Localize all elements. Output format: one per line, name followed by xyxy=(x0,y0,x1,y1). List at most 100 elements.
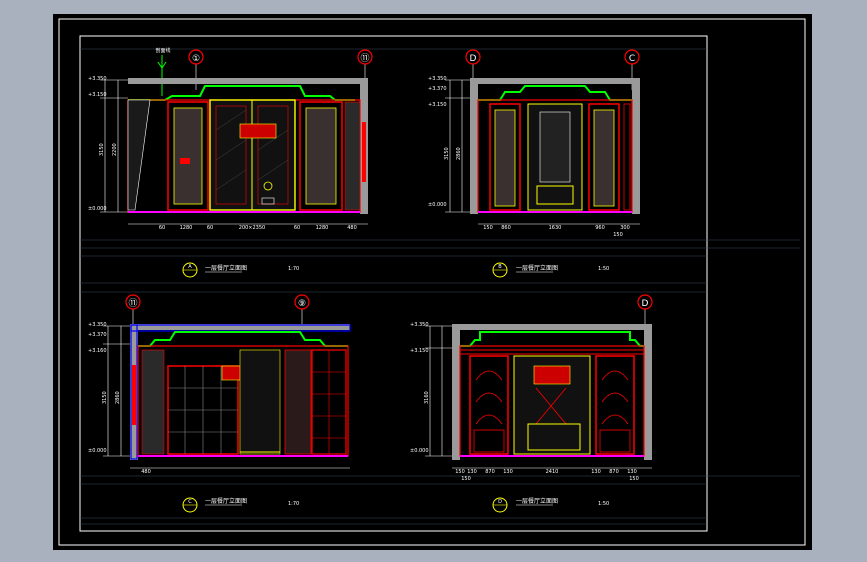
wall-lamp-a xyxy=(239,123,277,139)
elevation-d[interactable]: D xyxy=(410,294,653,513)
elevation-c[interactable]: ⑪ ⑨ xyxy=(88,294,351,513)
svg-text:+3.350: +3.350 xyxy=(410,322,429,328)
axis-marker-d-right: D xyxy=(637,294,653,325)
dim-vertical-a xyxy=(100,79,128,213)
title-c: C 一层餐厅立面图 1:70 xyxy=(182,497,299,513)
svg-text:870: 870 xyxy=(485,469,495,475)
svg-text:3150: 3150 xyxy=(99,143,105,156)
wall-b-right xyxy=(632,78,640,214)
svg-text:1280: 1280 xyxy=(180,225,193,231)
svg-text:+3.150: +3.150 xyxy=(88,92,107,98)
svg-text:①: ① xyxy=(192,54,200,64)
cabinet-d-right xyxy=(595,355,635,455)
cornice-c xyxy=(138,331,348,347)
svg-text:B: B xyxy=(498,264,502,270)
svg-text:1:50: 1:50 xyxy=(598,501,609,507)
wall-lamp-d xyxy=(533,365,571,385)
svg-text:480: 480 xyxy=(347,225,357,231)
elevation-a[interactable]: ① ⑪ 剖面线 xyxy=(88,47,373,278)
panel-b-left xyxy=(489,103,521,211)
layout-grid xyxy=(80,48,800,525)
svg-text:130: 130 xyxy=(627,469,637,475)
svg-text:+3.150: +3.150 xyxy=(428,102,447,108)
axis-marker-c-left: ⑪ xyxy=(125,294,141,325)
dim-vertical-b xyxy=(445,79,470,213)
svg-text:±0.000: ±0.000 xyxy=(88,206,107,212)
window-c xyxy=(132,365,136,425)
svg-text:剖面线: 剖面线 xyxy=(155,47,170,54)
window-a xyxy=(362,122,366,182)
wall-d-right xyxy=(644,324,652,460)
title-b: B 一层餐厅立面图 1:50 xyxy=(492,262,609,278)
svg-text:860: 860 xyxy=(501,225,511,231)
svg-text:一层餐厅立面图: 一层餐厅立面图 xyxy=(516,497,558,505)
svg-text:3150: 3150 xyxy=(102,391,108,404)
cornice-a xyxy=(128,85,355,101)
dim-bottom-b: 150 860 1630 960 300 150 xyxy=(483,225,630,238)
svg-text:⑪: ⑪ xyxy=(128,298,137,309)
curtain-c xyxy=(284,349,312,455)
svg-text:1:70: 1:70 xyxy=(288,266,299,272)
dim-vertical-c xyxy=(103,325,130,457)
panel-b-right xyxy=(588,103,620,211)
crown-molding-d xyxy=(460,349,644,355)
dim-bottom-a: 60 1280 60 200×2350 60 1280 480 xyxy=(159,225,357,231)
axis-marker-c-right: ⑨ xyxy=(294,294,310,325)
title-d: D 一层餐厅立面图 1:50 xyxy=(492,497,609,513)
svg-text:130: 130 xyxy=(467,469,477,475)
svg-text:D: D xyxy=(470,54,477,64)
svg-text:1:50: 1:50 xyxy=(598,266,609,272)
svg-text:A: A xyxy=(188,264,192,270)
svg-text:1630: 1630 xyxy=(549,225,562,231)
svg-text:C: C xyxy=(629,54,635,64)
dim-bottom-c: 480 xyxy=(141,469,151,475)
slab-b xyxy=(470,78,640,84)
svg-text:+3.350: +3.350 xyxy=(88,76,107,82)
svg-text:130: 130 xyxy=(591,469,601,475)
dim-bottom-d: 150 130 870 130 2410 130 870 130 150 150 xyxy=(455,469,639,482)
svg-text:+3.350: +3.350 xyxy=(88,322,107,328)
elevation-b[interactable]: D C +3.350 xyxy=(428,49,640,278)
title-a: A 一层餐厅立面图 1:70 xyxy=(182,262,299,278)
svg-text:870: 870 xyxy=(609,469,619,475)
svg-text:300: 300 xyxy=(620,225,630,231)
svg-text:150: 150 xyxy=(613,232,623,238)
console-d xyxy=(527,423,581,451)
svg-text:+3.150: +3.150 xyxy=(410,348,429,354)
panel-a-left xyxy=(167,101,209,211)
svg-text:2860: 2860 xyxy=(456,147,462,160)
svg-text:60: 60 xyxy=(294,225,300,231)
cornice-d xyxy=(460,331,644,347)
svg-text:1280: 1280 xyxy=(316,225,329,231)
cabinet-d-left xyxy=(469,355,509,455)
panel-a-right xyxy=(299,101,343,211)
drawing-sheet xyxy=(53,14,812,550)
sheet-outer-border xyxy=(58,18,806,546)
svg-text:60: 60 xyxy=(207,225,213,231)
wall-d-left xyxy=(452,324,460,460)
svg-text:3150: 3150 xyxy=(444,147,450,160)
svg-text:+3.370: +3.370 xyxy=(428,86,447,92)
svg-text:200×2350: 200×2350 xyxy=(239,225,265,231)
svg-text:一层餐厅立面图: 一层餐厅立面图 xyxy=(516,264,558,272)
svg-text:3160: 3160 xyxy=(424,391,430,404)
svg-text:C: C xyxy=(188,499,192,505)
svg-text:1:70: 1:70 xyxy=(288,501,299,507)
wall-b-left xyxy=(470,78,478,214)
cornice-b xyxy=(478,85,632,101)
svg-text:⑨: ⑨ xyxy=(298,299,306,309)
svg-text:⑪: ⑪ xyxy=(360,53,369,64)
section-marker-a: 剖面线 xyxy=(155,47,171,96)
svg-text:+3.350: +3.350 xyxy=(428,76,447,82)
svg-text:150: 150 xyxy=(483,225,493,231)
svg-text:60: 60 xyxy=(159,225,165,231)
svg-text:±0.000: ±0.000 xyxy=(88,448,107,454)
pilaster-c xyxy=(141,349,165,455)
svg-text:±0.000: ±0.000 xyxy=(410,448,429,454)
panel-a-left-inset xyxy=(173,107,203,205)
sheet-inner-border xyxy=(79,35,708,532)
slab-c xyxy=(130,324,350,330)
svg-text:960: 960 xyxy=(595,225,605,231)
